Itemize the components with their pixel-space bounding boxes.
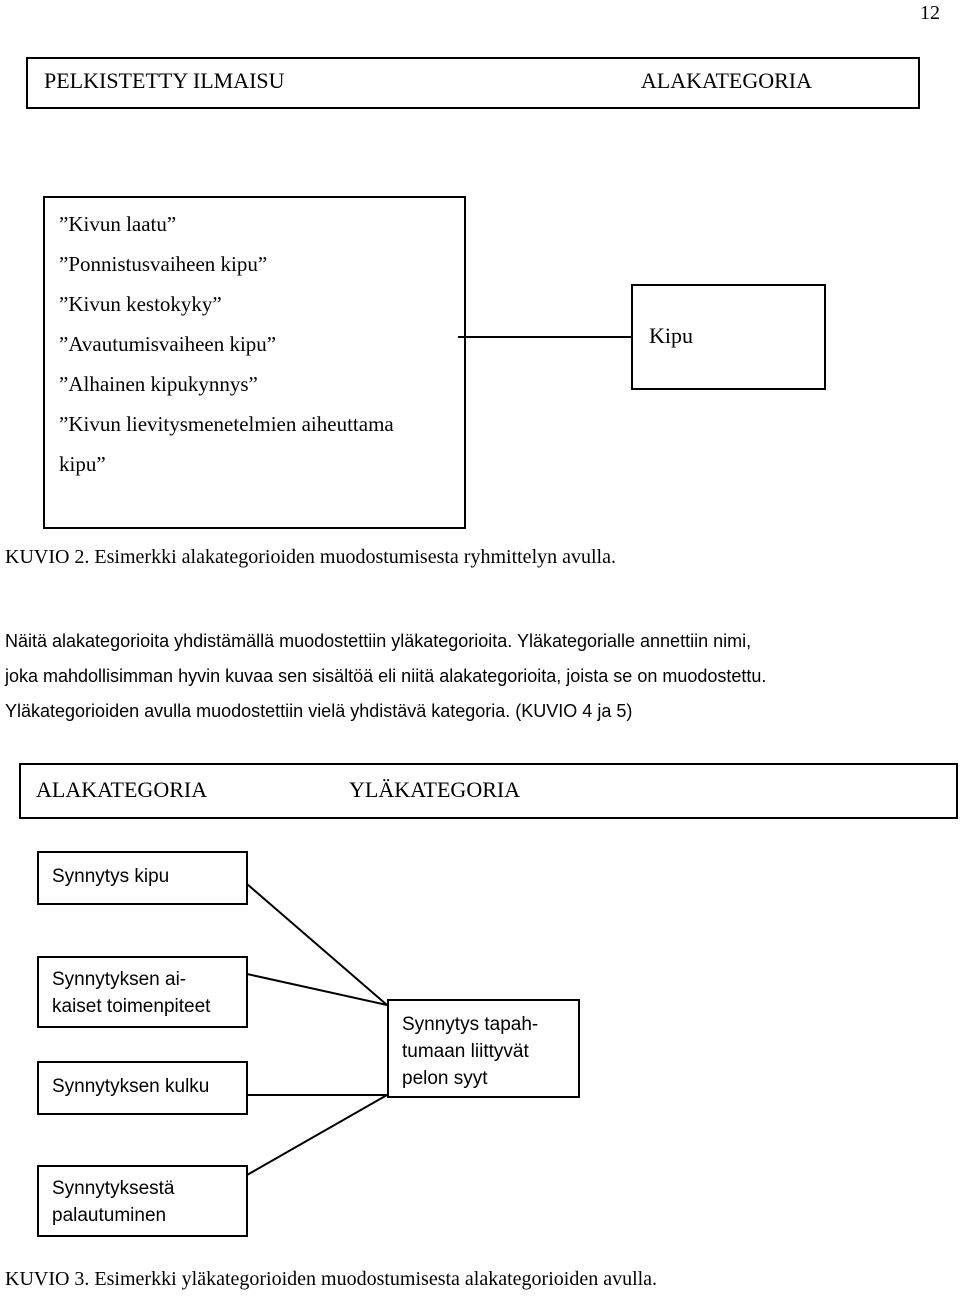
page-number: 12 [920,2,940,24]
figure3-header-left: ALAKATEGORIA [36,777,208,802]
subcategory-box-2: Synnytyksen ai- kaiset toimenpiteet [37,956,248,1028]
body-paragraph: Näitä alakategorioita yhdistämällä muodo… [5,624,955,729]
supercategory-label: Synnytys tapah- [402,1014,539,1035]
subcategory-label: palautuminen [52,1205,167,1226]
subcategory-label: Synnytyksen kulku [52,1076,210,1097]
expression-item: ”Kivun laatu” [59,212,177,236]
subcategory-label: Synnytyksen ai- [52,969,187,990]
expression-item: ”Avautumisvaiheen kipu” [59,332,277,356]
subcategory-label: Synnytyksestä [52,1178,175,1199]
figure2-header-left: PELKISTETTY ILMAISU [44,68,285,93]
expression-item: ”Kivun kestokyky” [59,292,222,316]
subcategory2-to-supercategory-line [246,973,388,1006]
supercategory-box: Synnytys tapah- tumaan liittyvät pelon s… [387,999,580,1098]
figure2-header-right: ALAKATEGORIA [640,68,812,93]
subcategory-box-3: Synnytyksen kulku [37,1061,248,1115]
subcategory-box-1: Synnytys kipu [37,851,248,905]
subcategory1-to-supercategory-line [246,883,388,1006]
figure2-header-box: PELKISTETTY ILMAISU ALAKATEGORIA [26,57,920,109]
subcategory-box-4: Synnytyksestä palautuminen [37,1165,248,1237]
supercategory-label: pelon syyt [402,1068,488,1089]
reduced-expressions-list: ”Kivun laatu” ”Ponnistusvaiheen kipu” ”K… [59,204,439,484]
paragraph-line: joka mahdollisimman hyvin kuvaa sen sisä… [5,666,767,686]
subcategory-label: kaiset toimenpiteet [52,996,211,1017]
expression-item: ”Kivun lievitysmenetelmien aiheuttama [59,412,394,436]
figure2-caption: KUVIO 2. Esimerkki alakategorioiden muod… [5,546,616,568]
figure3-header-right: YLÄKATEGORIA [349,777,521,802]
reduced-expressions-box: ”Kivun laatu” ”Ponnistusvaiheen kipu” ”K… [43,196,466,529]
expression-item: kipu” [59,452,106,476]
expression-item: ”Ponnistusvaiheen kipu” [59,252,268,276]
paragraph-line: Yläkategorioiden avulla muodostettiin vi… [5,701,633,721]
paragraph-line: Näitä alakategorioita yhdistämällä muodo… [5,631,752,651]
subcategory4-to-supercategory-line [246,1094,388,1176]
figure3-header-box: ALAKATEGORIA YLÄKATEGORIA [19,763,958,819]
expression-item: ”Alhainen kipukynnys” [59,372,258,396]
subcategory-label: Kipu [649,323,693,348]
supercategory-label: tumaan liittyvät [402,1041,529,1062]
figure3-caption: KUVIO 3. Esimerkki yläkategorioiden muod… [5,1268,658,1290]
subcategory-label: Synnytys kipu [52,866,170,887]
subcategory-box: Kipu [631,284,826,390]
